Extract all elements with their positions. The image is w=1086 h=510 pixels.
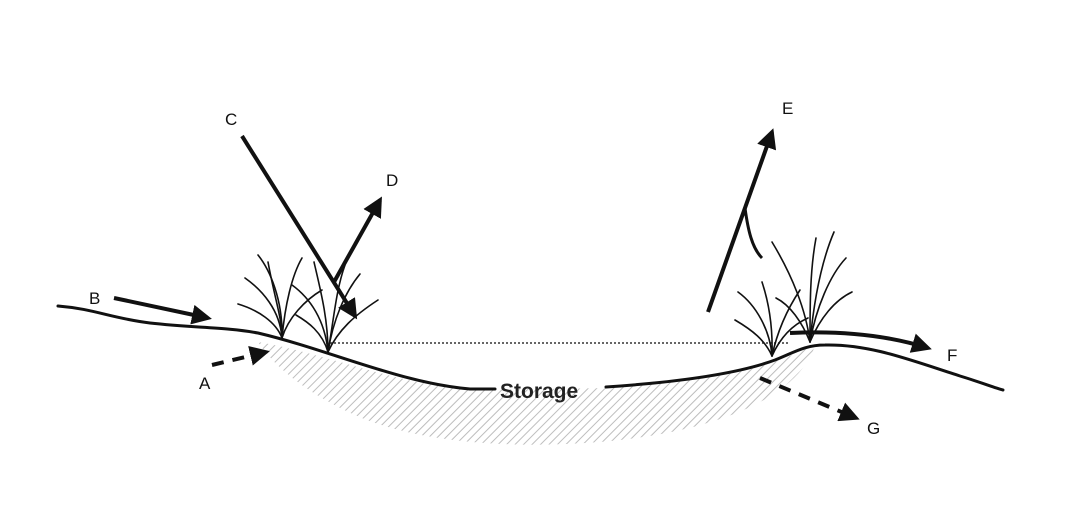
label-f: F <box>947 346 957 365</box>
label-d: D <box>386 171 398 190</box>
wetland-plant-left-2 <box>292 262 378 352</box>
label-c: C <box>225 110 237 129</box>
label-b: B <box>89 289 100 308</box>
arrow-a-groundwater-inflow <box>212 352 266 365</box>
arrow-e-branch <box>745 208 762 258</box>
label-a: A <box>199 374 211 393</box>
arrow-d-evaporation <box>334 200 380 282</box>
wetland-plant-left-1 <box>238 255 322 338</box>
arrow-b-surface-inflow <box>114 298 208 318</box>
wetland-plant-right-2 <box>772 232 852 342</box>
label-e: E <box>782 99 793 118</box>
storage-label: Storage <box>500 380 578 403</box>
label-g: G <box>867 419 880 438</box>
